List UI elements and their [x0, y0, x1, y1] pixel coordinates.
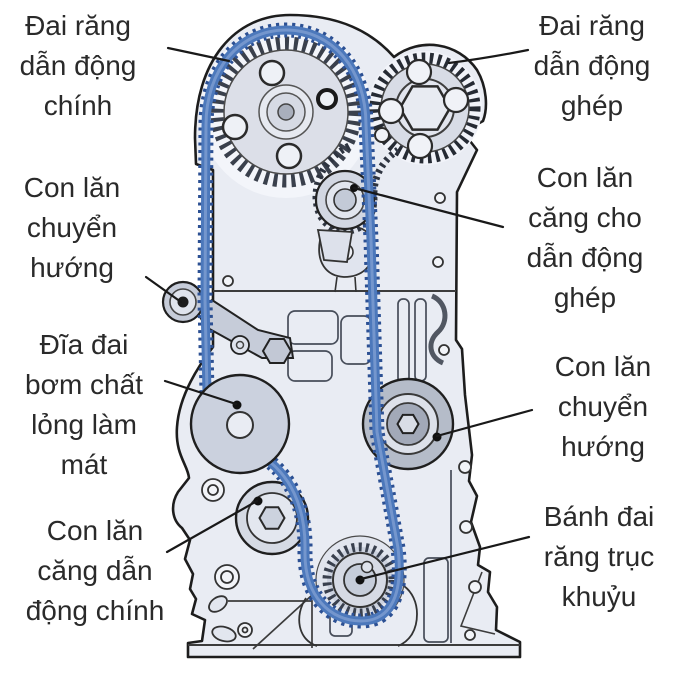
bolt-holes [201, 192, 482, 643]
label-crankshaft-timing-pulley: Bánh đai răng trục khuỷu [543, 501, 655, 612]
leader-main-tensioner [165, 499, 259, 554]
label-right-idler-roller: Con lăn chuyển hướng [554, 351, 652, 462]
label-coupled-drive-timing-belt: Đai răng dẫn động ghép [533, 10, 651, 121]
right-idler-roller [361, 377, 455, 471]
label-left-idler-roller: Con lăn chuyển hướng [23, 172, 121, 283]
coupled-drive-tensioner-roller [314, 169, 376, 263]
leader-coupled-drive-belt [447, 48, 530, 65]
leader-crankshaft [359, 535, 531, 581]
arm-hex-bolt [261, 338, 293, 364]
hex-hub [258, 506, 286, 530]
label-coolant-pump-pulley: Đĩa đai bơm chất lỏng làm mát [25, 329, 143, 480]
leader-left-idler [144, 275, 183, 304]
coolant-pump-pulley [189, 373, 291, 475]
leader-coupled-tensioner [352, 186, 505, 229]
hex-hole [396, 413, 420, 435]
label-main-drive-tensioner-roller: Con lăn căng dẫn động chính [25, 515, 165, 626]
hex-hub [398, 85, 452, 131]
leader-coolant-pump [163, 379, 238, 406]
timing-belt-main [197, 22, 407, 629]
leader-main-drive-belt [166, 46, 231, 63]
left-idler-roller [161, 280, 205, 324]
coupled-drive-belt [312, 142, 401, 235]
idler-arm [195, 298, 295, 364]
label-main-drive-timing-belt: Đai răng dẫn động chính [19, 10, 137, 121]
camshaft-gear-left [210, 36, 362, 188]
label-coupled-drive-tensioner-roller: Con lăn căng cho dẫn động ghép [526, 162, 644, 313]
leader-right-idler [435, 408, 534, 438]
camshaft-gear-right [369, 52, 481, 164]
leader-lines [144, 46, 534, 581]
